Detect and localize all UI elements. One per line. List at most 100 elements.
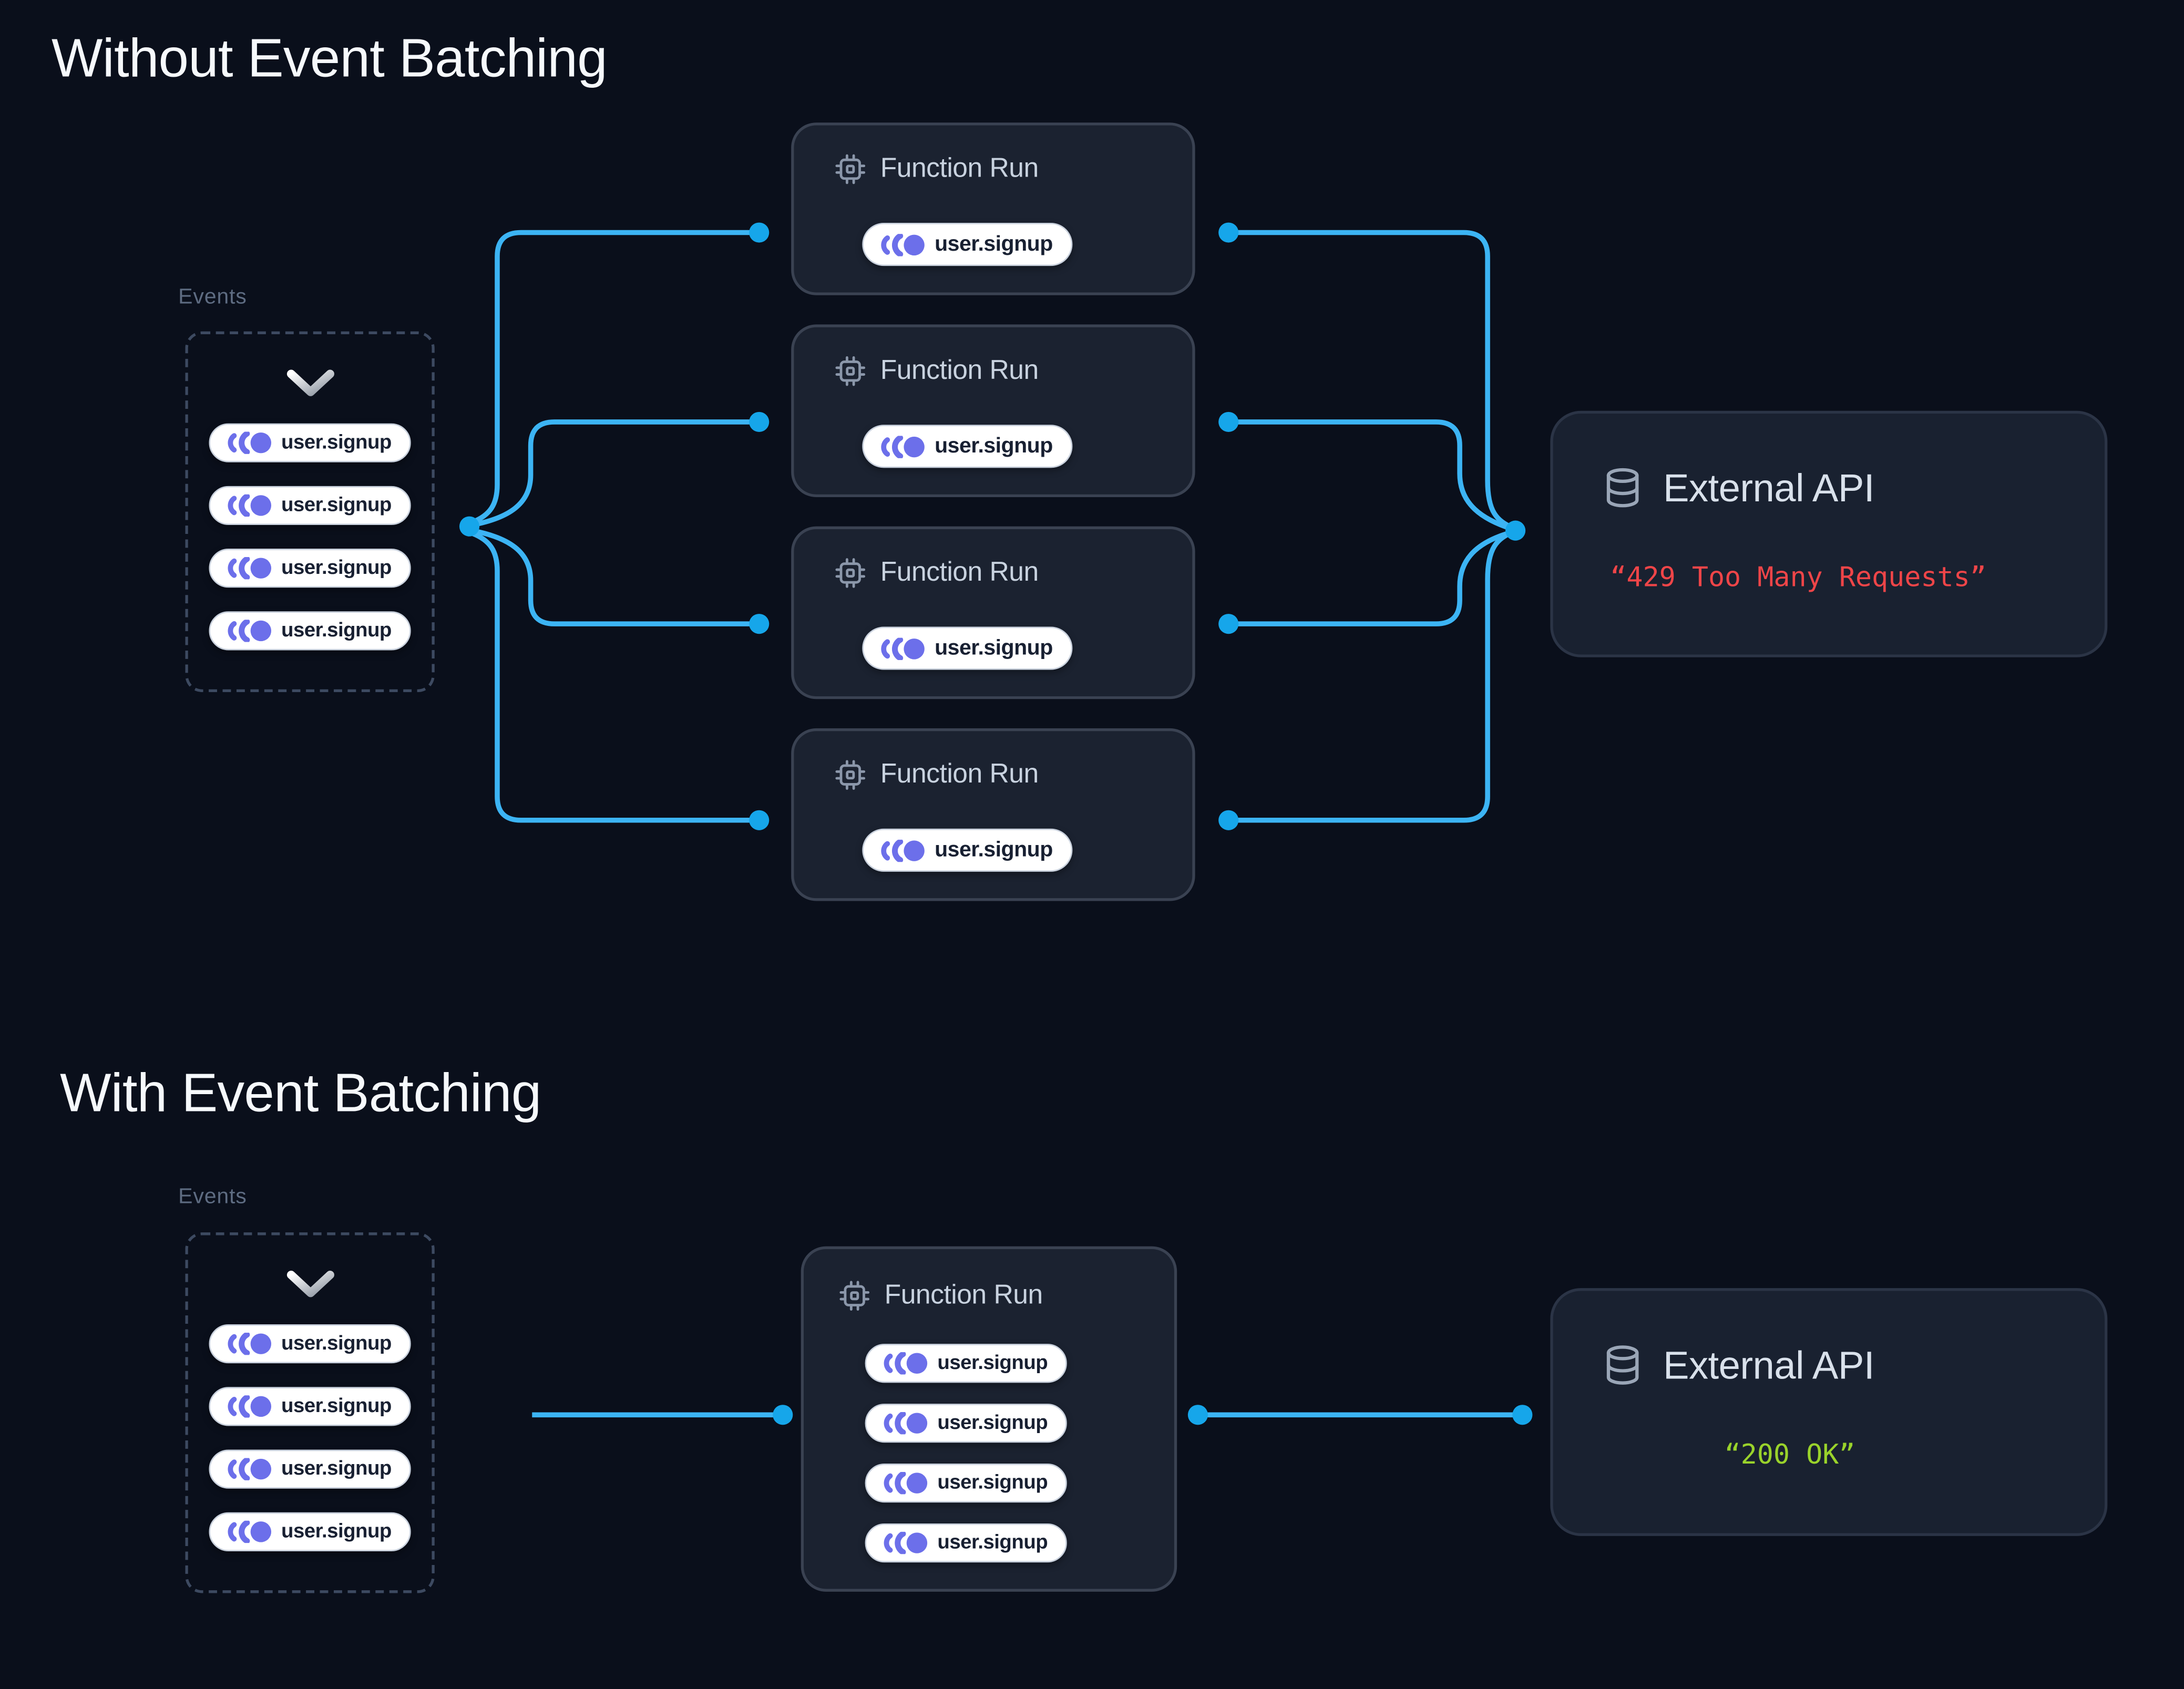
event-pill: user.signup [865, 1404, 1068, 1443]
function-run-header: Function Run [838, 1280, 1043, 1312]
event-pill: user.signup [209, 549, 411, 588]
event-pill: user.signup [862, 222, 1072, 266]
external-api-header: External API [1602, 1341, 1874, 1391]
connection-dot [1218, 810, 1239, 830]
connection-dot [749, 222, 770, 243]
event-icon [228, 620, 271, 642]
event-icon [881, 233, 925, 256]
cpu-icon [835, 154, 866, 184]
event-pill-label: user.signup [281, 1520, 392, 1543]
wire-run1-to-api [1226, 230, 1515, 531]
connection-dot [1512, 1405, 1533, 1425]
external-api-card: External API “429 Too Many Requests” [1550, 410, 2108, 657]
function-run-title: Function Run [884, 1280, 1043, 1311]
events-label: Events [178, 1185, 247, 1209]
event-pill: user.signup [209, 1449, 411, 1489]
external-api-title: External API [1663, 1344, 1874, 1387]
event-icon [228, 557, 271, 580]
connection-dot [773, 1405, 793, 1425]
external-api-card: External API “200 OK” [1550, 1288, 2108, 1536]
event-icon [228, 494, 271, 517]
function-run-card: Function Run user.signup [791, 728, 1195, 901]
event-icon [228, 1458, 271, 1480]
event-icon [228, 431, 271, 454]
event-pill: user.signup [209, 486, 411, 526]
function-run-title: Function Run [880, 153, 1039, 184]
event-pill-label: user.signup [281, 494, 392, 517]
function-run-list: Function Run user.signup Function Run [791, 122, 1195, 901]
event-icon [228, 1395, 271, 1418]
event-pill-label: user.signup [281, 1458, 392, 1480]
event-icon [881, 435, 925, 458]
cpu-icon [835, 558, 866, 588]
event-pill-label: user.signup [281, 431, 392, 454]
function-run-card: Function Run user.signup [791, 526, 1195, 699]
event-pill: user.signup [865, 1344, 1068, 1383]
events-box: user.signup user.signup user.signup [185, 1232, 435, 1593]
function-run-title: Function Run [880, 355, 1039, 386]
api-response-error: “429 Too Many Requests” [1610, 561, 1986, 593]
events-label: Events [178, 285, 247, 310]
event-pill-label: user.signup [935, 635, 1053, 660]
event-pill-label: user.signup [935, 837, 1053, 861]
event-icon [884, 1531, 928, 1554]
event-pill: user.signup [209, 611, 411, 651]
wire-events-to-run3 [469, 528, 762, 626]
event-icon [884, 1412, 928, 1435]
event-pill-label: user.signup [281, 1332, 392, 1355]
event-pill: user.signup [862, 828, 1072, 872]
event-pill: user.signup [862, 425, 1072, 468]
event-pill: user.signup [865, 1464, 1068, 1503]
function-run-title: Function Run [880, 759, 1039, 790]
connection-dot [1218, 222, 1239, 243]
chevron-down-icon [286, 369, 334, 396]
wire-events-to-run4 [469, 531, 762, 823]
external-api-header: External API [1602, 464, 1874, 513]
event-pill-label: user.signup [281, 557, 392, 580]
function-run-header: Function Run [834, 355, 1039, 387]
event-pill: user.signup [209, 1387, 411, 1426]
event-pill-label: user.signup [935, 232, 1053, 256]
function-run-card: Function Run user.signup [791, 122, 1195, 295]
wire-run3-to-api [1226, 529, 1515, 626]
event-pill-label: user.signup [937, 1412, 1048, 1435]
cpu-icon [839, 1281, 870, 1311]
wire-events-to-run2 [469, 419, 762, 528]
event-pill-label: user.signup [281, 620, 392, 642]
function-run-card: Function Run user.signup [791, 324, 1195, 498]
function-run-title: Function Run [880, 557, 1039, 588]
cpu-icon [835, 356, 866, 386]
event-icon [881, 839, 925, 861]
connection-dot [749, 411, 770, 432]
connection-dot [1218, 411, 1239, 432]
wire-run4-to-api [1226, 529, 1515, 823]
connection-dot [1187, 1405, 1208, 1425]
event-pill: user.signup [209, 1324, 411, 1364]
section-title-without-batching: Without Event Batching [52, 29, 608, 89]
event-icon [884, 1471, 928, 1495]
function-run-header: Function Run [834, 557, 1039, 589]
section-title-with-batching: With Event Batching [59, 1064, 541, 1124]
event-pill-label: user.signup [937, 1531, 1048, 1554]
event-list: user.signup user.signup user.signup [188, 423, 432, 651]
cpu-icon [835, 760, 866, 790]
event-pill-label: user.signup [937, 1471, 1048, 1495]
external-api-title: External API [1663, 466, 1874, 510]
wire-run2-to-api [1226, 419, 1515, 532]
wire-events-to-run1 [469, 230, 762, 525]
event-pill: user.signup [865, 1523, 1068, 1563]
event-pill-label: user.signup [281, 1395, 392, 1418]
event-pill: user.signup [209, 1512, 411, 1551]
function-run-header: Function Run [834, 759, 1039, 791]
function-run-card-batched: Function Run user.signup user.signup [801, 1246, 1177, 1592]
event-icon [884, 1352, 928, 1375]
connection-dot [749, 810, 770, 830]
event-pill-label: user.signup [937, 1352, 1048, 1375]
event-icon [881, 637, 925, 660]
api-response-success: “200 OK” [1724, 1438, 1855, 1471]
connection-dot [749, 614, 770, 634]
database-icon [1606, 468, 1639, 508]
event-pill: user.signup [209, 423, 411, 462]
